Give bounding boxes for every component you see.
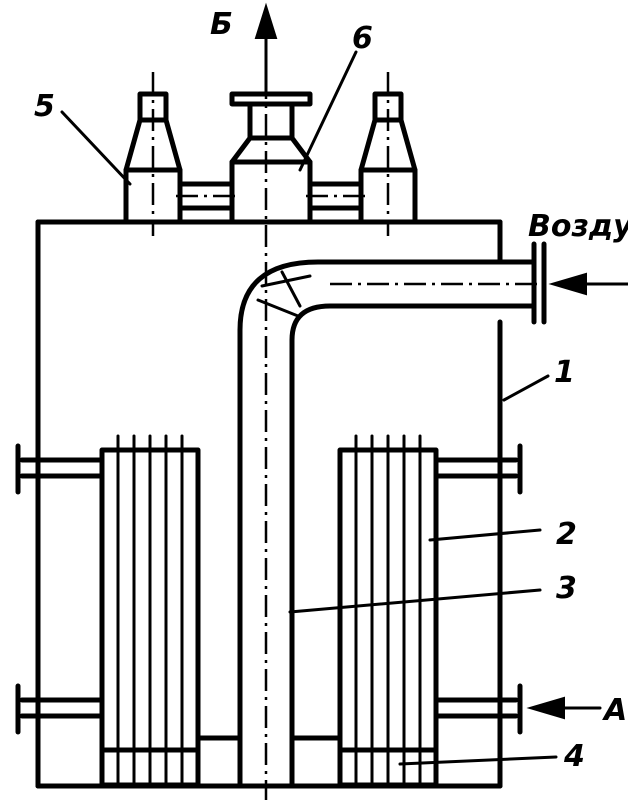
left-cyclone-nozzle: [123, 72, 183, 236]
bottom-supports: [99, 735, 439, 789]
label-inlet-a: А: [602, 693, 627, 728]
label-3: 3: [556, 571, 577, 606]
air-inflow-arrow: [548, 272, 628, 296]
right-lower-branch: [433, 683, 523, 735]
top-connecting-tubes: [176, 181, 366, 211]
right-filter-bank: [337, 434, 439, 788]
label-outlet-b: Б: [210, 7, 233, 42]
label-6: 6: [352, 21, 373, 56]
label-4: 4: [563, 739, 585, 774]
label-2: 2: [556, 517, 577, 552]
right-cyclone-nozzle: [358, 72, 418, 236]
leader-lines: [60, 50, 558, 766]
outlet-arrow-b: [254, 2, 278, 800]
inlet-arrow-a: [526, 696, 602, 720]
label-air: Возду: [528, 209, 628, 244]
left-upper-branch: [15, 443, 105, 495]
label-1: 1: [554, 355, 575, 390]
label-5: 5: [34, 89, 55, 124]
center-outlet-nozzle: [229, 91, 313, 225]
left-filter-bank: [99, 434, 201, 788]
air-pipe: [237, 241, 548, 789]
left-lower-branch: [15, 683, 105, 735]
right-upper-branch: [433, 443, 523, 495]
